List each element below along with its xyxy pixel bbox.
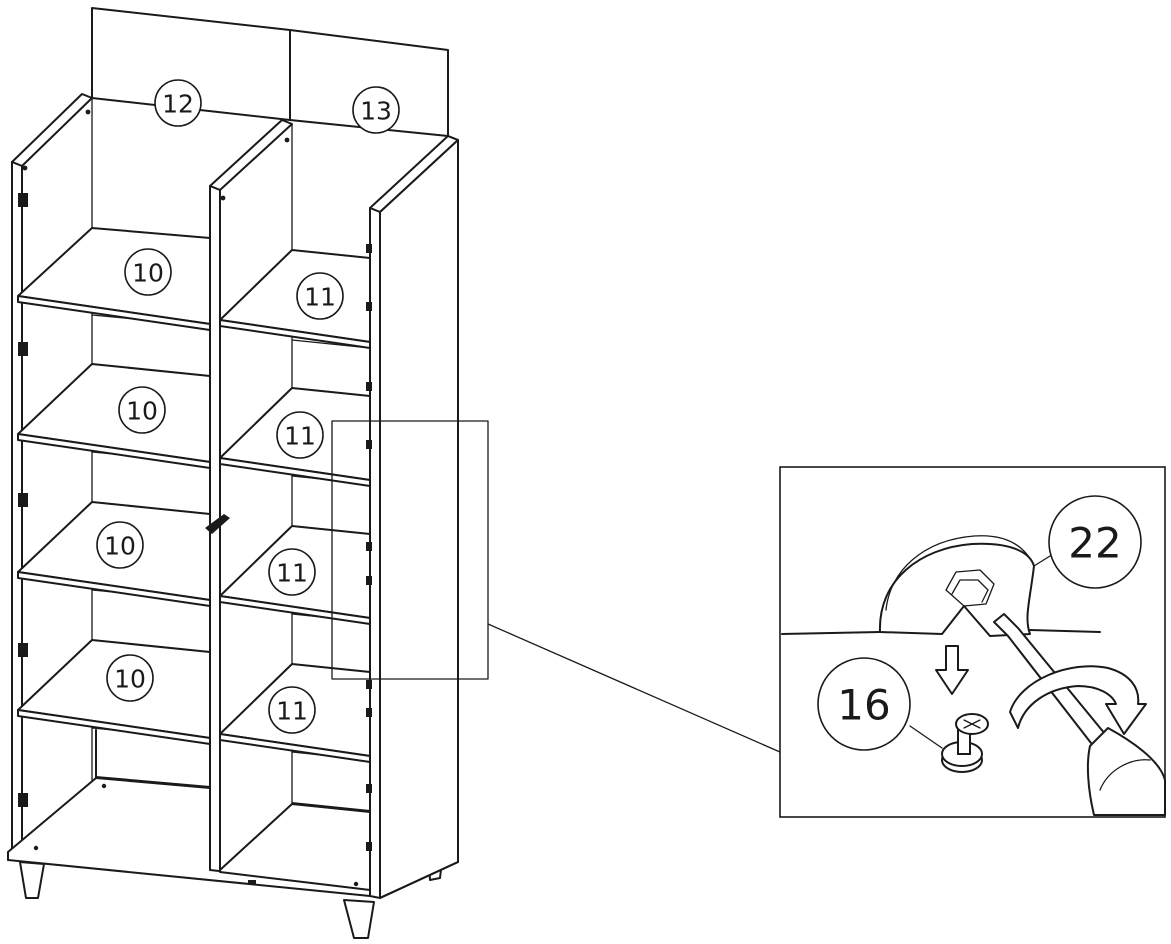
left-side-panel xyxy=(11,93,93,859)
detail-focus-box xyxy=(331,420,489,680)
callout-label: 10 xyxy=(126,397,158,426)
callout-label: 10 xyxy=(104,532,136,561)
callout-label: 12 xyxy=(162,90,194,119)
callout-22: 22 xyxy=(1048,495,1142,589)
callout-10-shelf-4: 10 xyxy=(106,654,154,702)
leg-front-left xyxy=(19,861,45,899)
leg-front-right xyxy=(343,899,375,939)
detail-leader-line xyxy=(487,623,781,753)
callout-16: 16 xyxy=(817,657,911,751)
callout-10-shelf-2: 10 xyxy=(118,386,166,434)
callout-10-shelf-1: 10 xyxy=(124,248,172,296)
rotate-clockwise-arrow-icon xyxy=(1009,665,1147,735)
callout-label: 13 xyxy=(360,97,392,126)
callout-label: 10 xyxy=(132,259,164,288)
callout-label: 11 xyxy=(304,283,336,312)
callout-label: 11 xyxy=(276,697,308,726)
callout-11-shelf-3: 11 xyxy=(268,548,316,596)
callout-11-shelf-1: 11 xyxy=(296,272,344,320)
cam-bolt xyxy=(941,713,989,773)
callout-label: 11 xyxy=(276,559,308,588)
callout-11-shelf-4: 11 xyxy=(268,686,316,734)
callout-label: 10 xyxy=(114,665,146,694)
callout-12: 12 xyxy=(154,79,202,127)
callout-11-shelf-2: 11 xyxy=(276,411,324,459)
callout-10-shelf-3: 10 xyxy=(96,521,144,569)
detail-indicator xyxy=(331,420,781,753)
down-arrow-icon xyxy=(935,645,969,695)
middle-divider xyxy=(205,119,293,879)
callout-label: 16 xyxy=(837,681,890,730)
cam-lock xyxy=(878,542,1035,637)
back-panels xyxy=(91,7,449,231)
callout-label: 22 xyxy=(1068,519,1121,568)
right-shelves xyxy=(219,249,371,763)
right-side-panel xyxy=(366,135,459,899)
bottom-panel xyxy=(7,777,371,897)
callout-label: 11 xyxy=(284,422,316,451)
callout-13: 13 xyxy=(352,86,400,134)
callouts: 12 13 10 10 10 10 11 11 xyxy=(96,79,1142,751)
